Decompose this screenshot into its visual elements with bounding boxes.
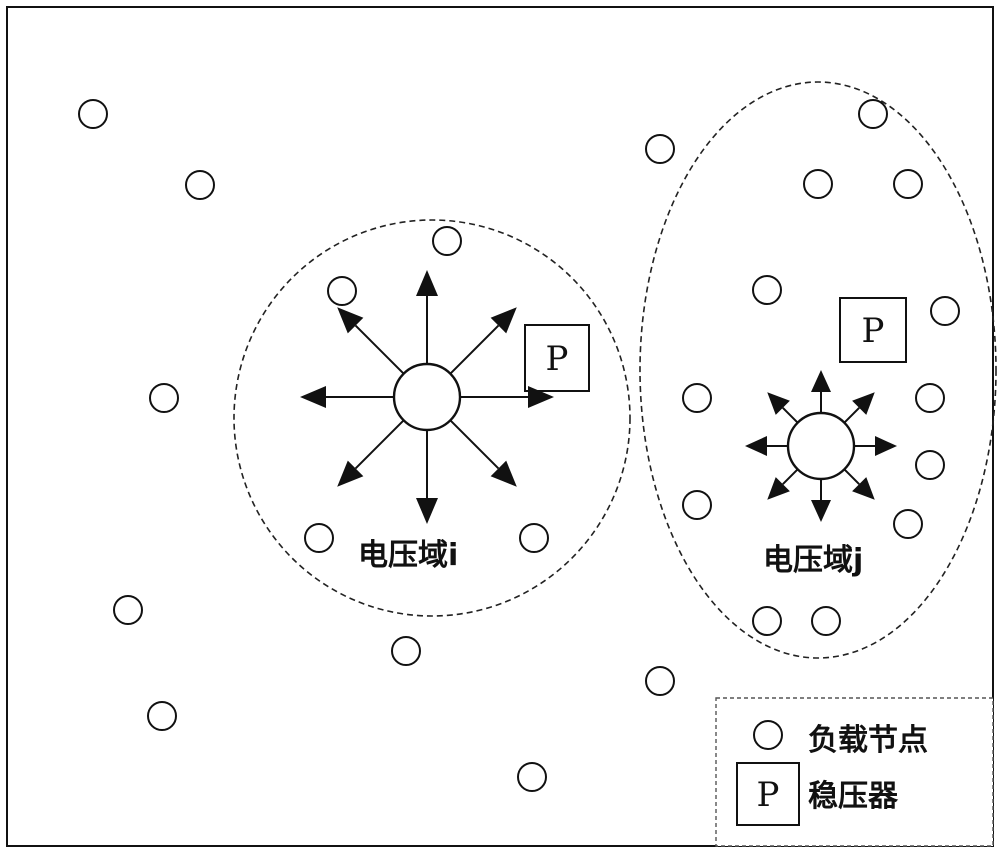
load-node xyxy=(645,666,675,696)
arrow-head xyxy=(767,477,790,500)
arrow-head xyxy=(767,392,790,415)
load-node xyxy=(893,169,923,199)
domain-i-center-node xyxy=(392,362,462,432)
legend-regulator-label: 稳压器 xyxy=(808,779,899,814)
arrow-line xyxy=(354,417,407,470)
load-node xyxy=(811,606,841,636)
regulator-box xyxy=(839,297,907,363)
load-node xyxy=(930,296,960,326)
load-node xyxy=(858,99,888,129)
load-node xyxy=(803,169,833,199)
load-node xyxy=(517,762,547,792)
arrow-line xyxy=(447,324,500,377)
load-node xyxy=(185,170,215,200)
load-node xyxy=(645,134,675,164)
load-node xyxy=(682,490,712,520)
load-node xyxy=(752,275,782,305)
load-node xyxy=(752,606,782,636)
load-node xyxy=(519,523,549,553)
load-node xyxy=(78,99,108,129)
legend-regulator-box xyxy=(736,762,800,826)
legend: 负载节点 P 稳压器 xyxy=(715,697,994,847)
load-nodes xyxy=(78,99,960,792)
regulator-symbol: P xyxy=(862,311,885,351)
domain-j-label: 电压域j xyxy=(763,543,863,578)
arrow-head xyxy=(416,498,438,524)
arrow-head xyxy=(300,386,326,408)
regulator-j: P xyxy=(839,297,907,363)
arrow-head xyxy=(490,460,517,487)
domain-i-boundary xyxy=(233,219,631,617)
domain-i-arrows xyxy=(300,270,554,524)
load-node xyxy=(893,509,923,539)
diagram-frame xyxy=(6,6,994,847)
load-node xyxy=(304,523,334,553)
arrow-line xyxy=(354,324,407,377)
load-node xyxy=(147,701,177,731)
arrow-head xyxy=(852,477,875,500)
arrow-line xyxy=(447,417,500,470)
arrow-head xyxy=(528,386,554,408)
arrow-head xyxy=(811,370,831,392)
legend-regulator-symbol: P xyxy=(757,775,780,815)
arrow-head xyxy=(416,270,438,296)
legend-load-node-label: 负载节点 xyxy=(808,723,928,758)
load-node xyxy=(682,383,712,413)
regulator-symbol: P xyxy=(546,339,569,379)
arrow-head xyxy=(852,392,875,415)
arrow-head xyxy=(337,307,364,334)
load-node xyxy=(915,450,945,480)
legend-load-node-icon xyxy=(753,720,783,750)
domain-j-center-node xyxy=(786,411,856,481)
domain-j-boundary xyxy=(639,81,997,659)
load-node xyxy=(432,226,462,256)
load-node xyxy=(149,383,179,413)
arrow-head xyxy=(811,500,831,522)
regulator-box xyxy=(524,324,590,392)
load-node xyxy=(113,595,143,625)
arrow-head xyxy=(490,307,517,334)
load-node xyxy=(327,276,357,306)
load-node xyxy=(915,383,945,413)
domain-i-label: 电压域i xyxy=(358,538,458,573)
load-node xyxy=(391,636,421,666)
arrow-head xyxy=(745,436,767,456)
arrow-head xyxy=(337,460,364,487)
regulator-i: P xyxy=(524,324,590,392)
arrow-head xyxy=(875,436,897,456)
